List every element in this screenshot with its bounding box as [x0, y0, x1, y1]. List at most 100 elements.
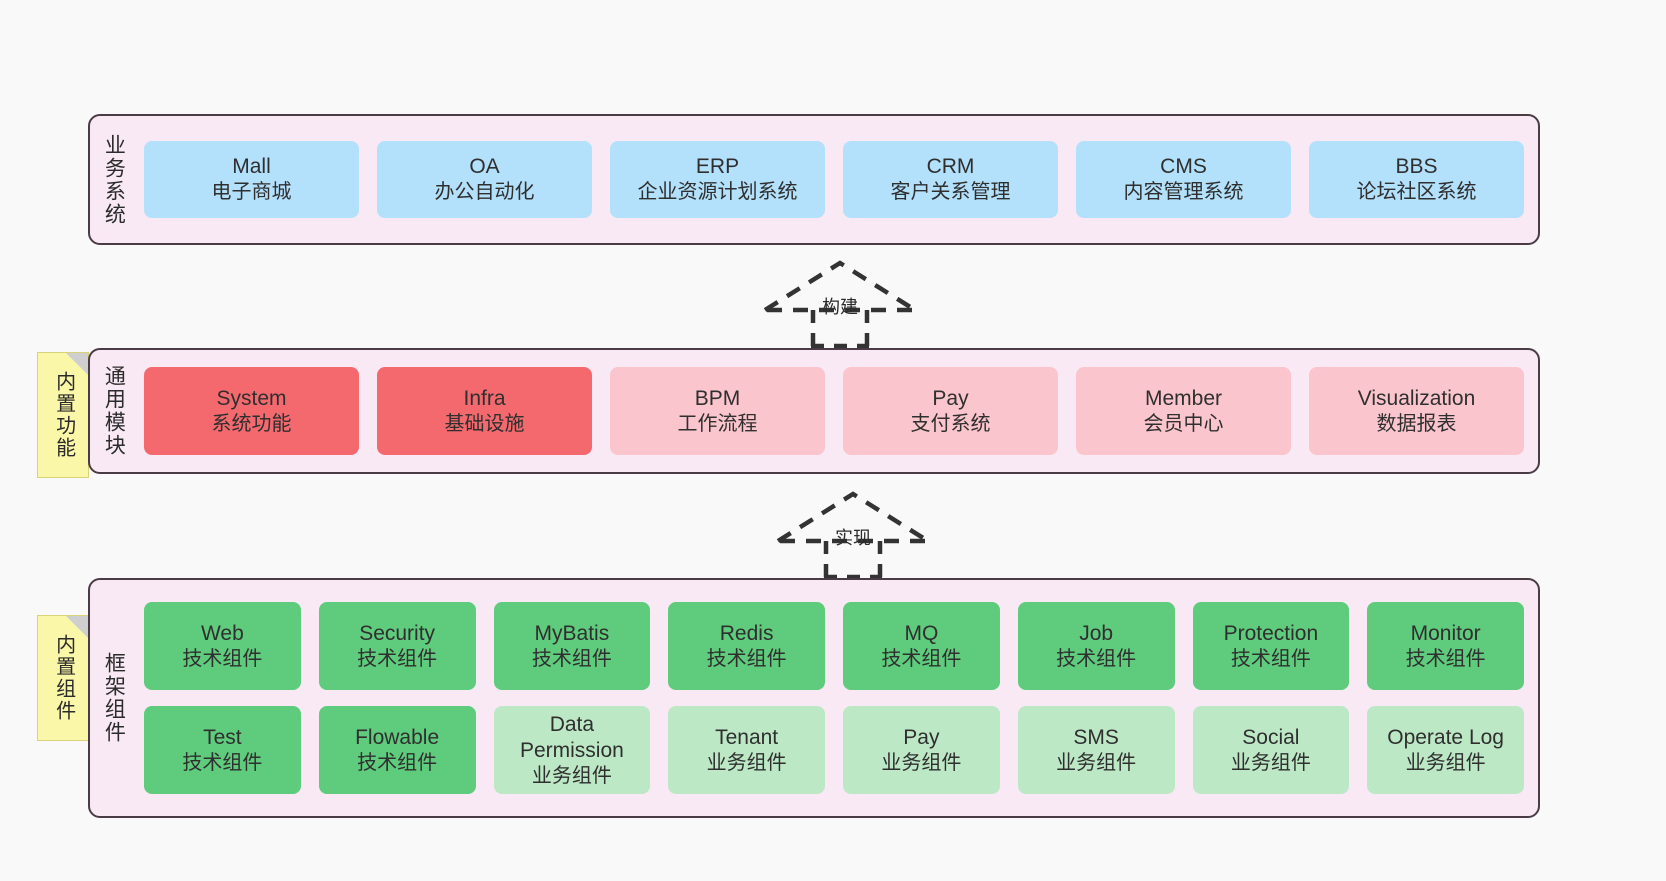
- connector-label-implement: 实现: [835, 528, 871, 548]
- note-label: 内置组件: [52, 634, 75, 722]
- node-redis[interactable]: Redis 技术组件: [668, 602, 825, 690]
- node-member[interactable]: Member 会员中心: [1076, 367, 1291, 455]
- node-title: Pay: [903, 725, 940, 749]
- node-subtitle: 技术组件: [357, 751, 438, 774]
- node-sms[interactable]: SMS 业务组件: [1017, 706, 1175, 794]
- section-body-framework-components: Web 技术组件 Security 技术组件 MyBatis 技术组件 Redi…: [136, 580, 1538, 816]
- node-erp[interactable]: ERP 企业资源计划系统: [610, 141, 825, 218]
- node-security[interactable]: Security 技术组件: [318, 602, 476, 690]
- node-subtitle: 业务组件: [1056, 751, 1137, 774]
- node-pay-component[interactable]: Pay 业务组件: [843, 706, 1000, 794]
- note-builtin-components: 内置组件: [37, 615, 89, 741]
- node-social[interactable]: Social 业务组件: [1192, 706, 1350, 794]
- node-subtitle: 业务组件: [531, 764, 612, 787]
- section-body-common-modules: System 系统功能 Infra 基础设施 BPM 工作流程 Pay 支付系统…: [136, 350, 1538, 472]
- node-subtitle: 工作流程: [677, 412, 758, 435]
- node-subtitle: 技术组件: [1405, 647, 1486, 670]
- node-subtitle: 业务组件: [706, 751, 787, 774]
- node-title: Operate Log: [1387, 725, 1504, 749]
- node-job[interactable]: Job 技术组件: [1017, 602, 1175, 690]
- node-infra[interactable]: Infra 基础设施: [377, 367, 592, 455]
- node-row: Web 技术组件 Security 技术组件 MyBatis 技术组件 Redi…: [144, 602, 1524, 690]
- section-title-business-system: 业务系统: [102, 133, 126, 226]
- node-subtitle: 会员中心: [1143, 412, 1224, 435]
- node-title: Flowable: [355, 725, 440, 749]
- node-subtitle: 业务组件: [881, 751, 962, 774]
- node-test[interactable]: Test 技术组件: [144, 706, 301, 794]
- node-subtitle: 业务组件: [1230, 751, 1311, 774]
- node-subtitle: 企业资源计划系统: [637, 181, 798, 204]
- node-row: Test 技术组件 Flowable 技术组件 Data Permission …: [144, 706, 1524, 794]
- node-oa[interactable]: OA 办公自动化: [377, 141, 592, 218]
- node-tenant[interactable]: Tenant 业务组件: [668, 706, 825, 794]
- section-framework-components: 框架组件 Web 技术组件 Security 技术组件 MyBatis 技术组件…: [88, 578, 1540, 818]
- node-title: Protection: [1223, 621, 1319, 645]
- node-subtitle: 技术组件: [1230, 647, 1311, 670]
- node-title: Tenant: [715, 725, 779, 749]
- node-operate-log[interactable]: Operate Log 业务组件: [1367, 706, 1524, 794]
- section-common-modules: 通用模块 System 系统功能 Infra 基础设施 BPM 工作流程 Pay…: [88, 348, 1540, 474]
- node-title: Test: [203, 725, 242, 749]
- node-subtitle: 办公自动化: [434, 181, 535, 204]
- node-subtitle: 内容管理系统: [1123, 181, 1244, 204]
- node-title: Redis: [719, 621, 774, 645]
- connector-build: 构建: [755, 258, 925, 350]
- node-flowable[interactable]: Flowable 技术组件: [318, 706, 476, 794]
- node-subtitle: 技术组件: [357, 647, 438, 670]
- section-body-business-system: Mall 电子商城 OA 办公自动化 ERP 企业资源计划系统 CRM 客户关系…: [136, 116, 1538, 243]
- arrowhead-left-right: [763, 260, 917, 312]
- connector-label-build: 构建: [822, 297, 858, 317]
- node-title: OA: [469, 155, 500, 179]
- node-mall[interactable]: Mall 电子商城: [144, 141, 359, 218]
- node-web[interactable]: Web 技术组件: [144, 602, 301, 690]
- node-title: MQ: [904, 621, 939, 645]
- node-title: Pay: [932, 386, 969, 410]
- node-title: Infra: [463, 386, 506, 410]
- node-title: Web: [200, 621, 244, 645]
- node-title: BPM: [694, 386, 741, 410]
- node-title: Monitor: [1410, 621, 1481, 645]
- node-title: CRM: [926, 155, 975, 179]
- node-mq[interactable]: MQ 技术组件: [843, 602, 1000, 690]
- node-mybatis[interactable]: MyBatis 技术组件: [493, 602, 651, 690]
- node-subtitle: 客户关系管理: [890, 181, 1011, 204]
- node-title: ERP: [695, 155, 740, 179]
- node-subtitle: 技术组件: [531, 647, 612, 670]
- note-builtin-functions: 内置功能: [37, 352, 89, 478]
- section-title-framework-components: 框架组件: [102, 652, 126, 744]
- node-title: CMS: [1160, 155, 1207, 179]
- node-title: Visualization: [1357, 386, 1476, 410]
- node-bbs[interactable]: BBS 论坛社区系统: [1309, 141, 1524, 218]
- node-title: Data Permission: [519, 712, 624, 762]
- node-subtitle: 数据报表: [1376, 412, 1457, 435]
- node-protection[interactable]: Protection 技术组件: [1192, 602, 1350, 690]
- node-data-permission[interactable]: Data Permission 业务组件: [493, 706, 651, 794]
- node-title: Job: [1079, 621, 1114, 645]
- node-cms[interactable]: CMS 内容管理系统: [1076, 141, 1291, 218]
- node-system[interactable]: System 系统功能: [144, 367, 359, 455]
- note-fold-corner-icon: [66, 616, 88, 638]
- node-title: MyBatis: [534, 621, 610, 645]
- node-monitor[interactable]: Monitor 技术组件: [1367, 602, 1524, 690]
- node-subtitle: 技术组件: [182, 751, 263, 774]
- node-visualization[interactable]: Visualization 数据报表: [1309, 367, 1524, 455]
- node-pay-module[interactable]: Pay 支付系统: [843, 367, 1058, 455]
- node-subtitle: 基础设施: [444, 412, 525, 435]
- section-business-system: 业务系统 Mall 电子商城 OA 办公自动化 ERP 企业资源计划系统 CRM…: [88, 114, 1540, 245]
- node-subtitle: 技术组件: [881, 647, 962, 670]
- node-title: Mall: [232, 155, 271, 179]
- node-title: Member: [1144, 386, 1223, 410]
- node-subtitle: 电子商城: [211, 181, 292, 204]
- connector-implement: 实现: [768, 489, 938, 581]
- node-subtitle: 论坛社区系统: [1356, 181, 1477, 204]
- node-title: Security: [359, 621, 436, 645]
- node-bpm[interactable]: BPM 工作流程: [610, 367, 825, 455]
- node-subtitle: 技术组件: [706, 647, 787, 670]
- node-subtitle: 技术组件: [1056, 647, 1137, 670]
- node-crm[interactable]: CRM 客户关系管理: [843, 141, 1058, 218]
- node-title: System: [216, 386, 287, 410]
- node-subtitle: 支付系统: [910, 412, 991, 435]
- node-subtitle: 系统功能: [211, 412, 292, 435]
- node-row: System 系统功能 Infra 基础设施 BPM 工作流程 Pay 支付系统…: [144, 367, 1524, 455]
